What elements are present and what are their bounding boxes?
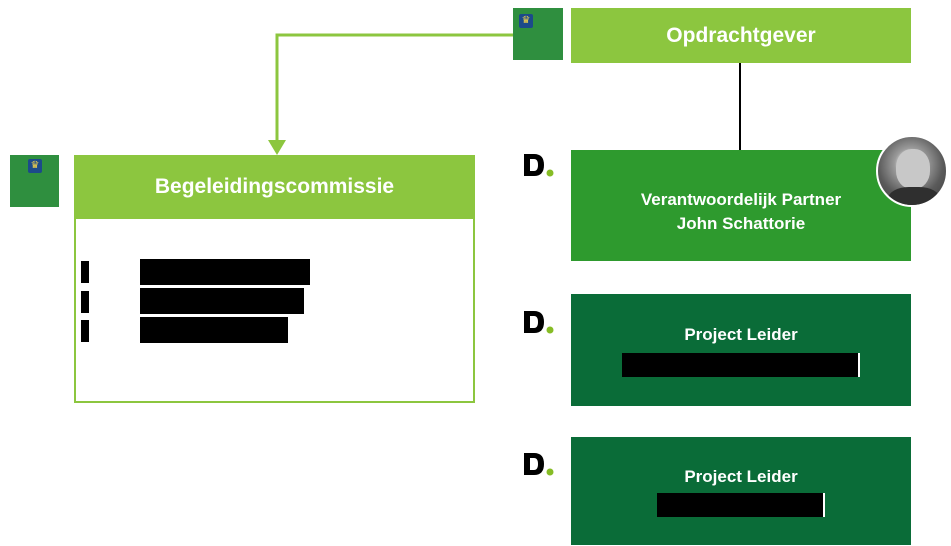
member-bullet-2 — [81, 291, 89, 313]
project-leader-box-2: Project Leider — [571, 437, 911, 545]
member-redacted-2 — [140, 288, 304, 314]
member-bullet-1 — [81, 261, 89, 283]
arrow-head-icon — [268, 140, 286, 155]
project-leader-role-1: Project Leider — [684, 325, 798, 344]
partner-role: Verantwoordelijk Partner — [640, 189, 842, 209]
member-redacted-1 — [140, 259, 310, 285]
partner-box: Verantwoordelijk Partner John Schattorie — [571, 150, 911, 261]
committee-box: Begeleidingscommissie — [74, 155, 475, 403]
committee-header: Begeleidingscommissie — [74, 155, 475, 219]
client-government-logo: ♛ — [513, 8, 563, 60]
rijksoverheid-emblem-icon: ♛ — [28, 159, 42, 173]
deloitte-d-icon — [524, 311, 554, 334]
member-redacted-3 — [140, 317, 288, 343]
client-header: Opdrachtgever — [571, 8, 911, 63]
deloitte-d-icon — [524, 154, 554, 177]
client-to-committee-arrow-line — [275, 33, 513, 140]
partner-name: John Schattorie — [676, 213, 806, 233]
deloitte-d-icon — [524, 453, 554, 476]
project-leader-role-2: Project Leider — [684, 467, 798, 486]
project-leader-redacted-2 — [657, 493, 825, 517]
committee-government-logo: ♛ — [10, 155, 59, 207]
committee-title: Begeleidingscommissie — [154, 175, 395, 198]
project-leader-redacted-1 — [622, 353, 860, 377]
rijksoverheid-emblem-icon: ♛ — [519, 14, 533, 28]
project-leader-box-1: Project Leider — [571, 294, 911, 406]
person-photo-icon — [876, 135, 948, 207]
member-bullet-3 — [81, 320, 89, 342]
client-title: Opdrachtgever — [666, 23, 816, 47]
